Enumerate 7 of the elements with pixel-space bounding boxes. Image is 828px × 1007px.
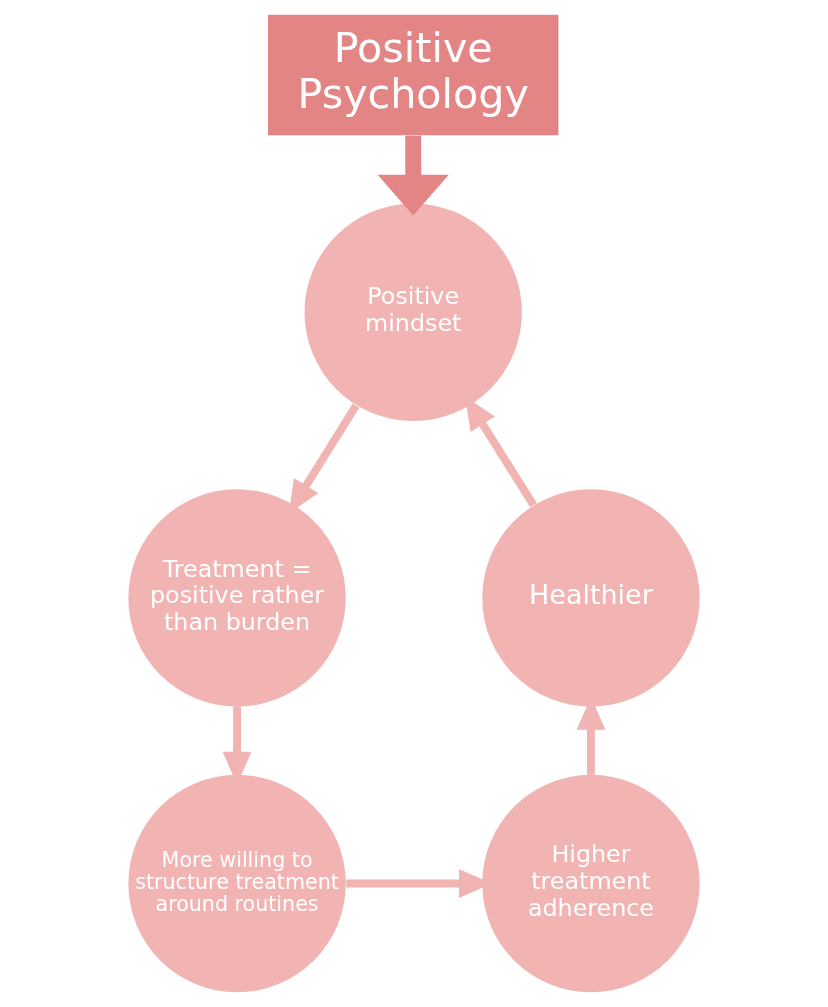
node-box: Positive Psychology [268,14,559,136]
node-circle: More willing to structure treatment around routines [128,774,346,993]
arrow [377,135,449,216]
node-circle: Positive mindset [304,203,522,421]
node-circle: Higher treatment adherence [482,774,700,993]
node-circle: Healthier [482,489,700,707]
node-circle: Treatment = positive rather than burden [128,489,346,707]
